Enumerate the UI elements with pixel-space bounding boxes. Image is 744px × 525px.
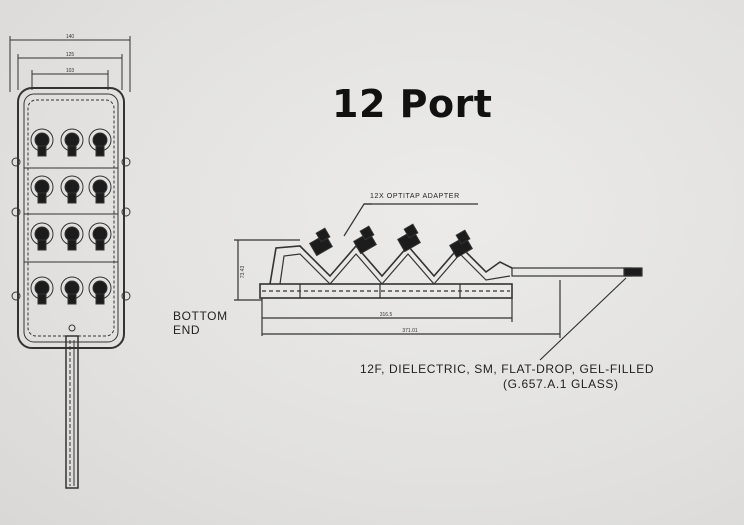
dim-side-length-total: 371.01 (402, 328, 418, 334)
dim-front-width-mid: 125 (66, 52, 75, 58)
dim-side-height: 73.43 (240, 266, 246, 279)
adapter-icon (309, 227, 333, 257)
cable-spec-line1: 12F, DIELECTRIC, SM, FLAT-DROP, GEL-FILL… (360, 362, 655, 376)
adapter-callout-label: 12X OPTITAP ADAPTER (370, 193, 460, 200)
port-icon (60, 222, 84, 251)
adapter-icon (397, 223, 421, 253)
port-icon (60, 175, 84, 204)
port-icon (88, 222, 112, 251)
bottom-end-label-line1: BOTTOM (173, 309, 228, 323)
port-icon (60, 276, 84, 305)
bottom-end-label-line2: END (173, 323, 201, 337)
port-icon (60, 128, 84, 157)
dim-front-width-top: 140 (66, 34, 75, 40)
port-icon (30, 222, 54, 251)
adapter-icon (353, 225, 377, 255)
dim-side-length-inner: 316.5 (380, 312, 393, 318)
cable-spec-line2: (G.657.A.1 GLASS) (503, 377, 619, 391)
page-title: 12 Port (332, 82, 493, 126)
adapter-icon (449, 229, 473, 259)
port-icon (30, 175, 54, 204)
port-icon (88, 276, 112, 305)
dim-front-width-inner: 103 (66, 68, 75, 74)
port-icon (30, 128, 54, 157)
port-icon (88, 175, 112, 204)
port-icon (88, 128, 112, 157)
port-icon (30, 276, 54, 305)
